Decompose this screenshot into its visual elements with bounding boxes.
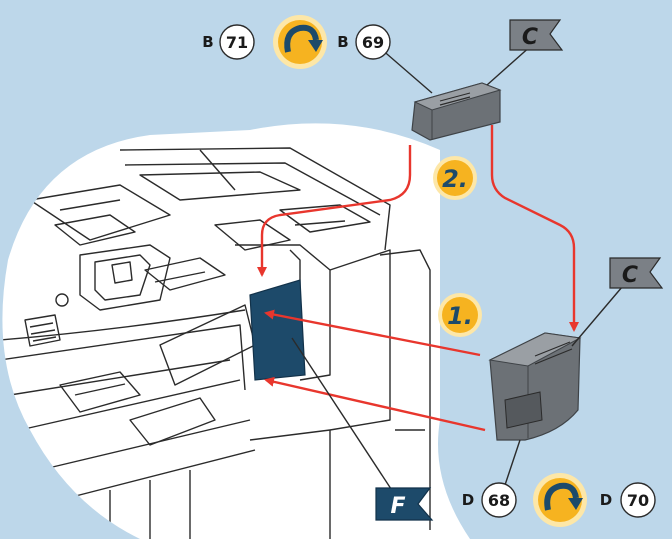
flag-top: C <box>510 20 562 50</box>
top-cover-part <box>412 83 500 140</box>
step-label-1: 1. <box>447 302 473 330</box>
flag-right: C <box>610 258 662 288</box>
step-badge-1: 1. <box>438 293 482 337</box>
slot-f <box>250 280 305 380</box>
rotate-arrow-icon <box>533 473 587 527</box>
ref-bottom-right: D 70 <box>600 483 655 517</box>
leader-flag-right <box>572 280 628 346</box>
ref-top-right-letter: B <box>337 33 348 51</box>
ref-bottom-right-letter: D <box>600 491 612 509</box>
ref-bottom-left-letter: D <box>462 491 474 509</box>
step-badge-2: 2. <box>433 156 477 200</box>
ref-top-right: B 69 <box>337 25 390 59</box>
ref-top-left: B 71 <box>202 25 254 59</box>
ref-bottom-left-number: 68 <box>488 491 510 510</box>
step-label-2: 2. <box>442 165 468 193</box>
rotate-arrow-icon <box>273 15 327 69</box>
leader-b69 <box>380 48 432 93</box>
ref-top-right-number: 69 <box>362 33 384 52</box>
ref-bottom-right-number: 70 <box>627 491 649 510</box>
ref-top-left-letter: B <box>202 33 213 51</box>
arrow-to-side-part <box>492 125 574 330</box>
flag-right-label: C <box>622 263 638 288</box>
ref-top-left-number: 71 <box>226 33 248 52</box>
ref-bottom-left: D 68 <box>462 483 516 517</box>
flag-bottom-label: F <box>390 494 405 519</box>
flag-top-label: C <box>522 25 538 50</box>
leader-flag-top <box>487 45 532 85</box>
side-cover-part <box>490 333 580 440</box>
machine-closeup <box>0 123 470 539</box>
